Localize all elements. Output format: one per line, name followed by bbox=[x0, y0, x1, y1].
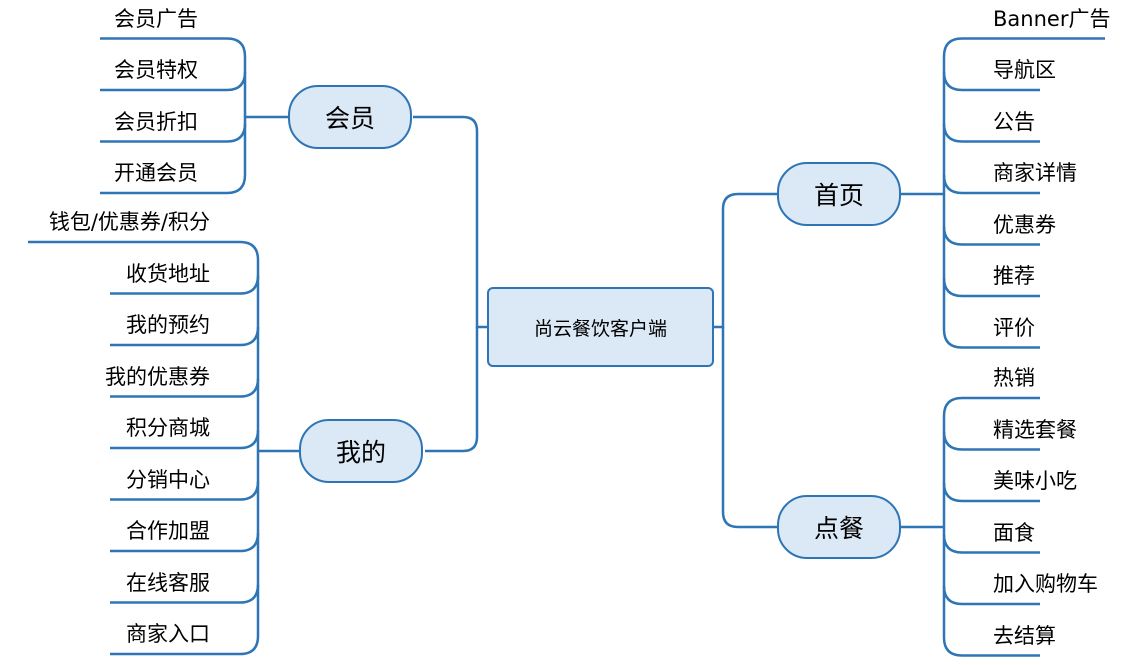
leaf-home-7: 评价 bbox=[993, 315, 1035, 340]
leaf-home-1: Banner广告 bbox=[993, 6, 1111, 31]
leaf-order-5: 加入购物车 bbox=[993, 572, 1098, 596]
leaf-home-4: 商家详情 bbox=[993, 161, 1077, 185]
leaf-home-3: 公告 bbox=[993, 109, 1035, 134]
branch-home: 首页 bbox=[777, 162, 901, 226]
leaf-home-2: 导航区 bbox=[993, 58, 1056, 82]
leaf-order-1: 热销 bbox=[993, 366, 1035, 390]
leaf-mine-1: 钱包/优惠券/积分 bbox=[48, 210, 210, 234]
leaf-mine-7: 合作加盟 bbox=[126, 519, 210, 543]
leaf-mine-4: 我的优惠券 bbox=[105, 364, 210, 389]
branch-order: 点餐 bbox=[777, 495, 901, 559]
leaf-mine-5: 积分商城 bbox=[126, 416, 210, 440]
leaf-order-6: 去结算 bbox=[993, 623, 1056, 648]
branch-mine: 我的 bbox=[299, 419, 423, 483]
leaf-mine-2: 收货地址 bbox=[126, 261, 210, 286]
leaf-member-3: 会员折扣 bbox=[114, 109, 198, 134]
leaf-mine-6: 分销中心 bbox=[126, 467, 210, 492]
leaf-mine-9: 商家入口 bbox=[126, 622, 210, 646]
leaf-mine-3: 我的预约 bbox=[126, 313, 210, 337]
leaf-home-5: 优惠券 bbox=[993, 212, 1056, 237]
leaf-mine-8: 在线客服 bbox=[126, 570, 210, 595]
leaf-member-2: 会员特权 bbox=[114, 58, 198, 82]
leaf-order-3: 美味小吃 bbox=[993, 469, 1077, 493]
leaf-order-2: 精选套餐 bbox=[993, 417, 1077, 442]
leaf-member-4: 开通会员 bbox=[114, 161, 198, 185]
leaf-member-1: 会员广告 bbox=[114, 6, 198, 31]
leaf-order-4: 面食 bbox=[993, 520, 1035, 545]
root-node: 尚云餐饮客户端 bbox=[487, 287, 714, 367]
leaf-home-6: 推荐 bbox=[993, 264, 1035, 288]
branch-member: 会员 bbox=[288, 85, 412, 149]
